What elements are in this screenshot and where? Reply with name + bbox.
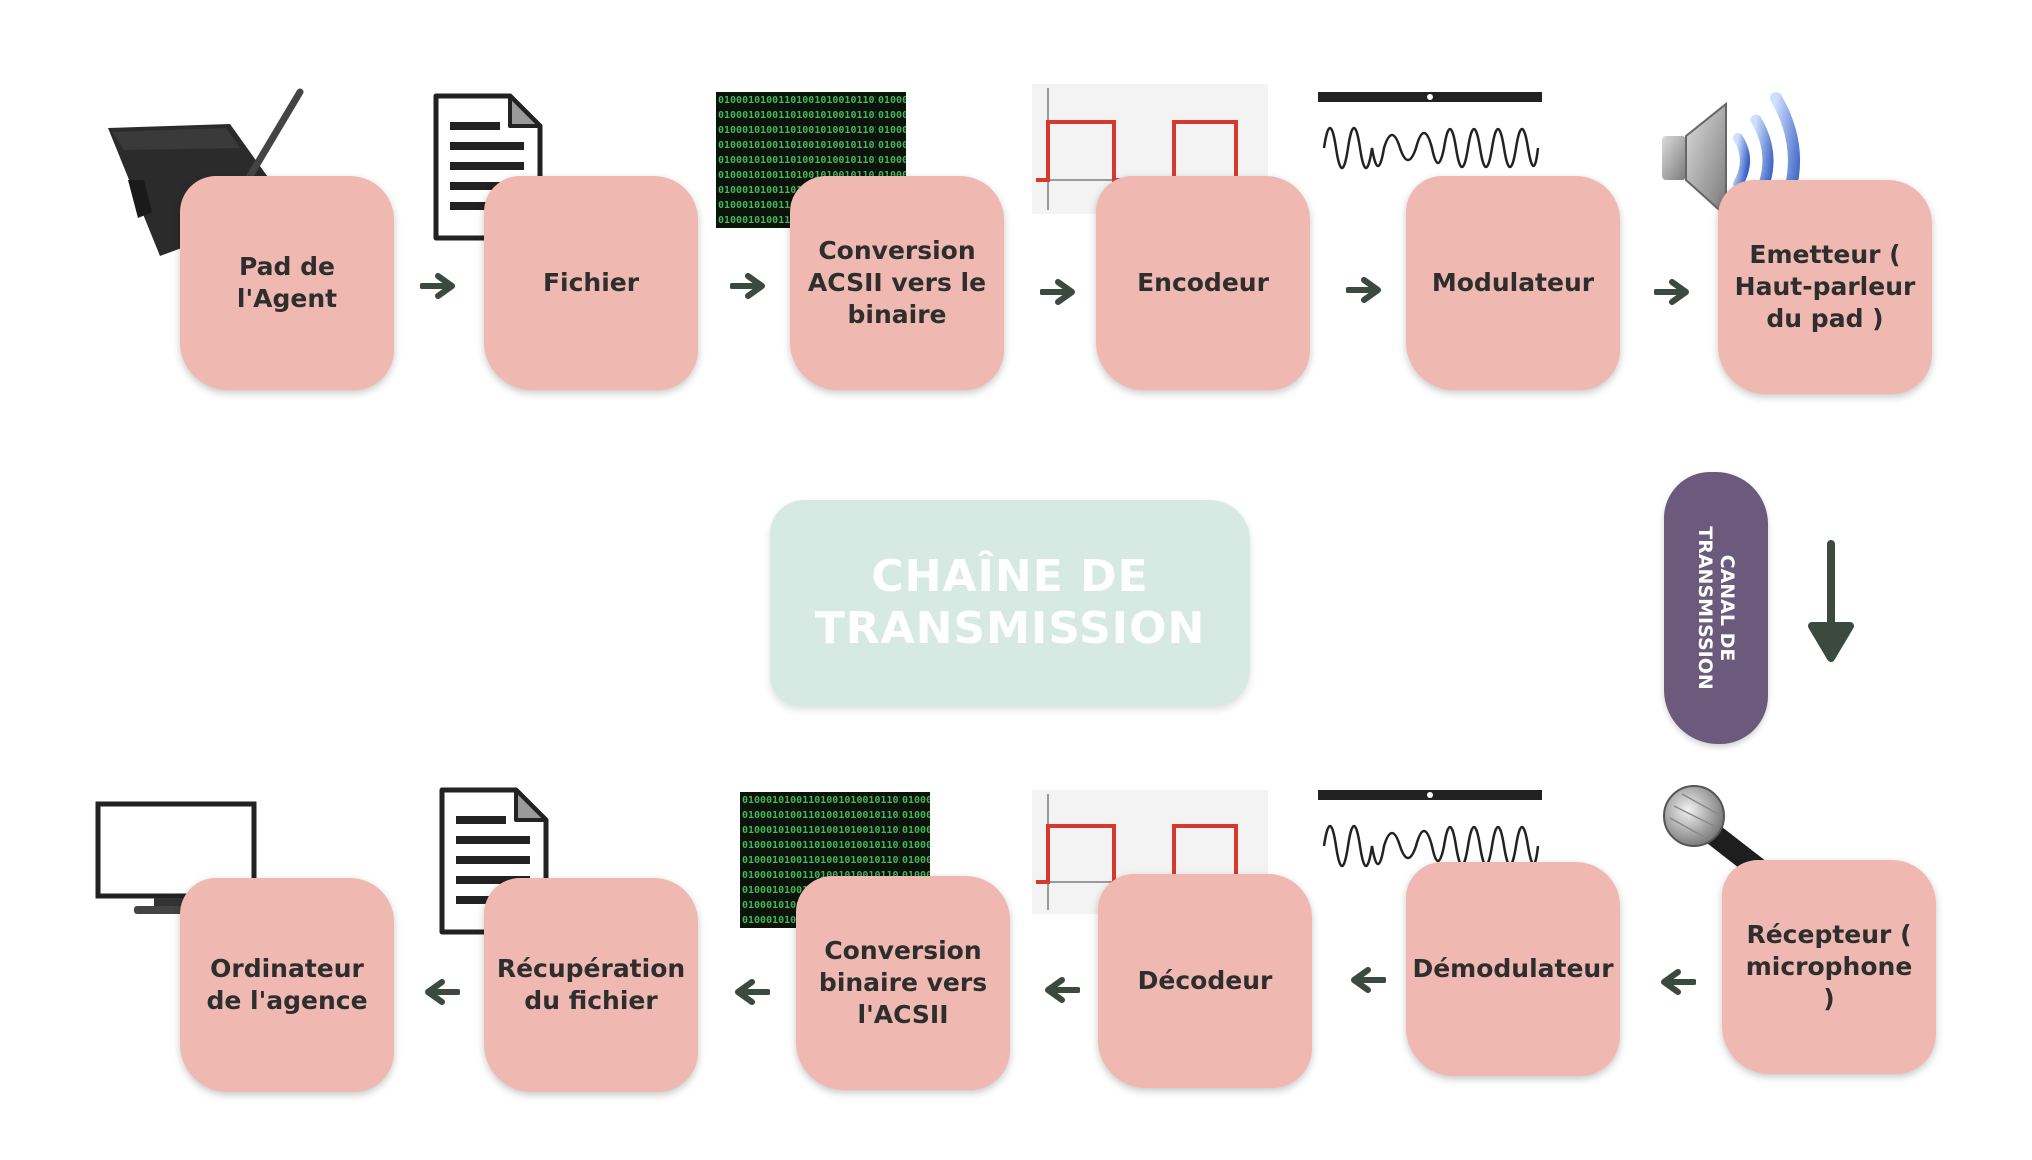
transmission-channel: CANAL DE TRANSMISSION xyxy=(1664,472,1768,744)
title-line-2: TRANSMISSION xyxy=(814,603,1206,654)
arrow-left-icon xyxy=(1661,969,1696,995)
diagram-title: CHAÎNE DE TRANSMISSION xyxy=(770,500,1250,706)
step-label: Décodeur xyxy=(1137,966,1273,995)
step-recuperation-fichier: Récupération du fichier xyxy=(484,878,698,1092)
step-label: Emetteur ( Haut-parleur du pad ) xyxy=(1734,240,1916,333)
arrow-left-icon xyxy=(735,979,770,1005)
step-label: Récupération du fichier xyxy=(496,954,686,1015)
title-line-1: CHAÎNE DE xyxy=(871,551,1149,602)
step-pad-agent: Pad de l'Agent xyxy=(180,176,394,390)
step-fichier: Fichier xyxy=(484,176,698,390)
arrow-right-icon xyxy=(1040,279,1075,305)
step-label: Pad de l'Agent xyxy=(236,252,338,313)
step-label: Encodeur xyxy=(1137,268,1269,297)
step-label: Conversion binaire vers l'ACSII xyxy=(818,936,988,1029)
step-ordinateur-agence: Ordinateur de l'agence xyxy=(180,878,394,1092)
step-label: Fichier xyxy=(542,268,640,297)
step-label: Modulateur xyxy=(1431,268,1595,297)
step-emetteur: Emetteur ( Haut-parleur du pad ) xyxy=(1718,180,1932,394)
step-encodeur: Encodeur xyxy=(1096,176,1310,390)
step-label: Conversion ACSII vers le binaire xyxy=(807,236,987,329)
step-recepteur: Récepteur ( microphone ) xyxy=(1722,860,1936,1074)
step-label: Récepteur ( microphone ) xyxy=(1745,920,1913,1013)
step-conversion-binaire-ascii: Conversion binaire vers l'ACSII xyxy=(796,876,1010,1090)
arrow-left-icon xyxy=(425,979,460,1005)
channel-label: CANAL DE TRANSMISSION xyxy=(1694,526,1738,690)
arrow-right-icon xyxy=(730,273,765,299)
step-conversion-ascii-binaire: Conversion ACSII vers le binaire xyxy=(790,176,1004,390)
step-modulateur: Modulateur xyxy=(1406,176,1620,390)
arrow-down-icon xyxy=(1808,540,1854,662)
arrow-left-icon xyxy=(1351,967,1386,993)
arrow-right-icon xyxy=(420,273,455,299)
step-demodulateur: Démodulateur xyxy=(1406,862,1620,1076)
arrow-right-icon xyxy=(1654,279,1689,305)
arrow-left-icon xyxy=(1045,977,1080,1003)
channel-line-1: CANAL DE xyxy=(1716,554,1738,662)
step-label: Démodulateur xyxy=(1412,954,1614,983)
arrow-right-icon xyxy=(1346,277,1381,303)
step-label: Ordinateur de l'agence xyxy=(206,954,368,1015)
channel-line-2: TRANSMISSION xyxy=(1694,526,1716,690)
step-decodeur: Décodeur xyxy=(1098,874,1312,1088)
